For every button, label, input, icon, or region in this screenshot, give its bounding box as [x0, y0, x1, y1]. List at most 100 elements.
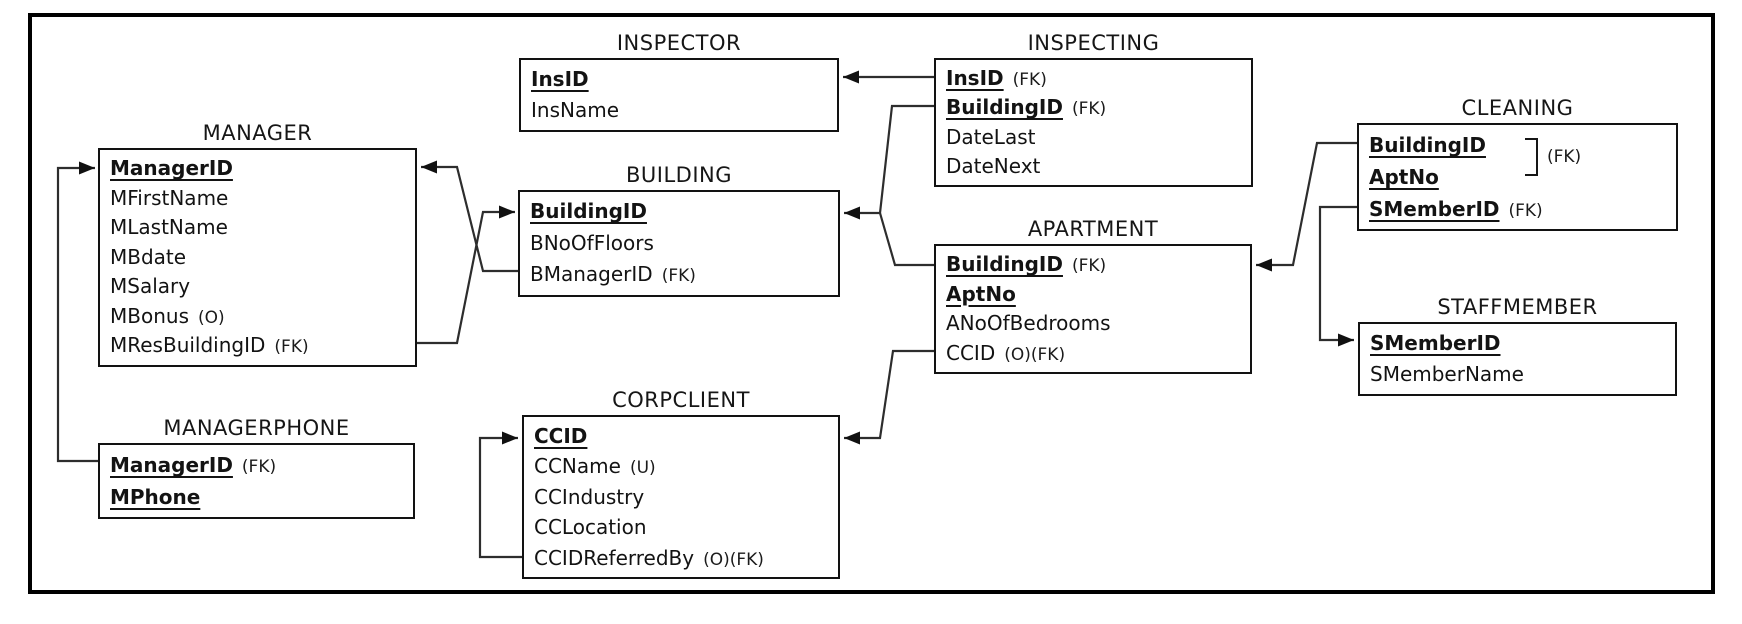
attribute-name-key: AptNo [1369, 165, 1439, 189]
attribute-row: SMemberID (FK) [1369, 193, 1670, 225]
attribute-row: InsID [531, 64, 831, 95]
attribute-name-key: ManagerID [110, 453, 233, 477]
attribute-row: MLastName [110, 213, 409, 243]
attribute-annotation: (FK) [274, 337, 309, 357]
attribute-row: BuildingID (FK) [946, 93, 1245, 122]
attribute-name-key: BuildingID [1369, 133, 1486, 157]
entity-managerphone: MANAGERPHONE ManagerID (FK) MPhone [98, 413, 415, 519]
attribute-row: MBdate [110, 243, 409, 273]
attribute-name: SMemberName [1370, 362, 1524, 386]
attribute-row: ManagerID (FK) [110, 449, 407, 481]
attribute-annotation: (FK) [241, 457, 277, 477]
entity-title-staffmember: STAFFMEMBER [1437, 295, 1598, 319]
attribute-row: MBonus (O) [110, 302, 409, 332]
attribute-row: BuildingID(FK) [946, 250, 1244, 280]
attribute-annotation: (FK) [1012, 70, 1047, 90]
entity-title-corpclient: CORPCLIENT [612, 388, 750, 412]
attribute-name-key: InsID [531, 67, 589, 91]
attribute-row: BuildingID [1369, 129, 1670, 161]
entity-title-managerphone: MANAGERPHONE [163, 416, 350, 440]
attribute-annotation: (O)(FK) [703, 549, 764, 570]
attribute-name: MSalary [110, 274, 191, 298]
attribute-row: BManagerID (FK) [530, 259, 832, 291]
attribute-row: ManagerID [110, 154, 409, 184]
attribute-name: MBonus [110, 303, 189, 328]
attribute-name: DateNext [946, 153, 1041, 178]
attribute-row: MResBuildingID(FK) [110, 331, 409, 361]
attribute-row: CCLocation [534, 512, 832, 542]
entity-inspector: INSPECTOR InsID InsName [519, 28, 839, 132]
attribute-row: AptNo [1369, 161, 1670, 193]
pk-group-bracket [1525, 138, 1538, 176]
attribute-annotation: (FK) [661, 266, 696, 286]
attribute-row: CCID [534, 421, 832, 451]
attribute-row: InsID (FK) [946, 64, 1245, 93]
attribute-name-key: BuildingID [946, 95, 1063, 120]
attribute-row: CCIDReferredBy(O)(FK) [534, 543, 832, 573]
entity-box-staffmember: SMemberID SMemberName [1358, 322, 1677, 396]
attribute-name: InsName [531, 98, 619, 122]
attribute-row: BNoOfFloors [530, 228, 832, 260]
attribute-annotation: (FK) [1071, 99, 1107, 120]
attribute-name-key: InsID [946, 66, 1004, 90]
attribute-row: MPhone [110, 481, 407, 513]
attribute-name: BNoOfFloors [530, 230, 654, 255]
entity-title-cleaning: CLEANING [1461, 96, 1574, 120]
attribute-row: SMemberID [1370, 328, 1669, 359]
entity-staffmember: STAFFMEMBER SMemberID SMemberName [1358, 292, 1677, 396]
attribute-name-key: BuildingID [530, 199, 647, 223]
entity-title-inspecting: INSPECTING [1027, 31, 1160, 55]
attribute-name: CCID [946, 340, 996, 365]
attribute-annotation: (FK) [1071, 256, 1107, 276]
attribute-row: MSalary [110, 272, 409, 302]
attribute-name: CCLocation [534, 515, 647, 540]
attribute-name-key: SMemberID [1369, 197, 1500, 221]
attribute-name-key: ManagerID [110, 156, 233, 180]
attribute-row: BuildingID [530, 196, 832, 228]
entity-title-building: BUILDING [625, 163, 733, 187]
attribute-name-key: AptNo [946, 281, 1016, 306]
attribute-row: CCName (U) [534, 451, 832, 481]
entity-inspecting: INSPECTING InsID (FK) BuildingID (FK) DateLas… [934, 28, 1253, 188]
attribute-name-key: SMemberID [1370, 331, 1501, 355]
attribute-name: CCIndustry [534, 484, 645, 509]
attribute-name-key: MPhone [110, 485, 201, 509]
attribute-name: MLastName [110, 215, 228, 239]
attribute-annotation: (O) [197, 307, 225, 328]
entity-box-inspector: InsID InsName [519, 58, 839, 132]
attribute-row: SMemberName [1370, 359, 1669, 390]
attribute-annotation: (FK) [1508, 201, 1543, 221]
attribute-name: CCName [534, 454, 621, 479]
pk-group-annotation: (FK) [1547, 147, 1582, 167]
attribute-name: MFirstName [110, 185, 229, 210]
attribute-annotation: (O)(FK) [1004, 344, 1066, 365]
attribute-name: DateLast [946, 124, 1036, 149]
entity-box-managerphone: ManagerID (FK) MPhone [98, 443, 415, 519]
entity-title-apartment: APARTMENT [1027, 217, 1159, 241]
attribute-row: CCID (O)(FK) [946, 339, 1244, 369]
attribute-row: InsName [531, 95, 831, 126]
attribute-name: BManagerID [530, 262, 653, 286]
entity-title-inspector: INSPECTOR [616, 31, 742, 55]
attribute-name: MBdate [110, 244, 187, 269]
attribute-row: AptNo [946, 280, 1244, 310]
attribute-name-key: CCID [534, 424, 588, 448]
attribute-row: CCIndustry [534, 482, 832, 512]
attribute-row: MFirstName [110, 184, 409, 214]
attribute-annotation: (U) [629, 458, 656, 479]
attribute-row: DateLast [946, 123, 1245, 152]
entity-title-manager: MANAGER [202, 121, 313, 145]
attribute-row: ANoOfBedrooms [946, 309, 1244, 339]
attribute-row: DateNext [946, 152, 1245, 181]
